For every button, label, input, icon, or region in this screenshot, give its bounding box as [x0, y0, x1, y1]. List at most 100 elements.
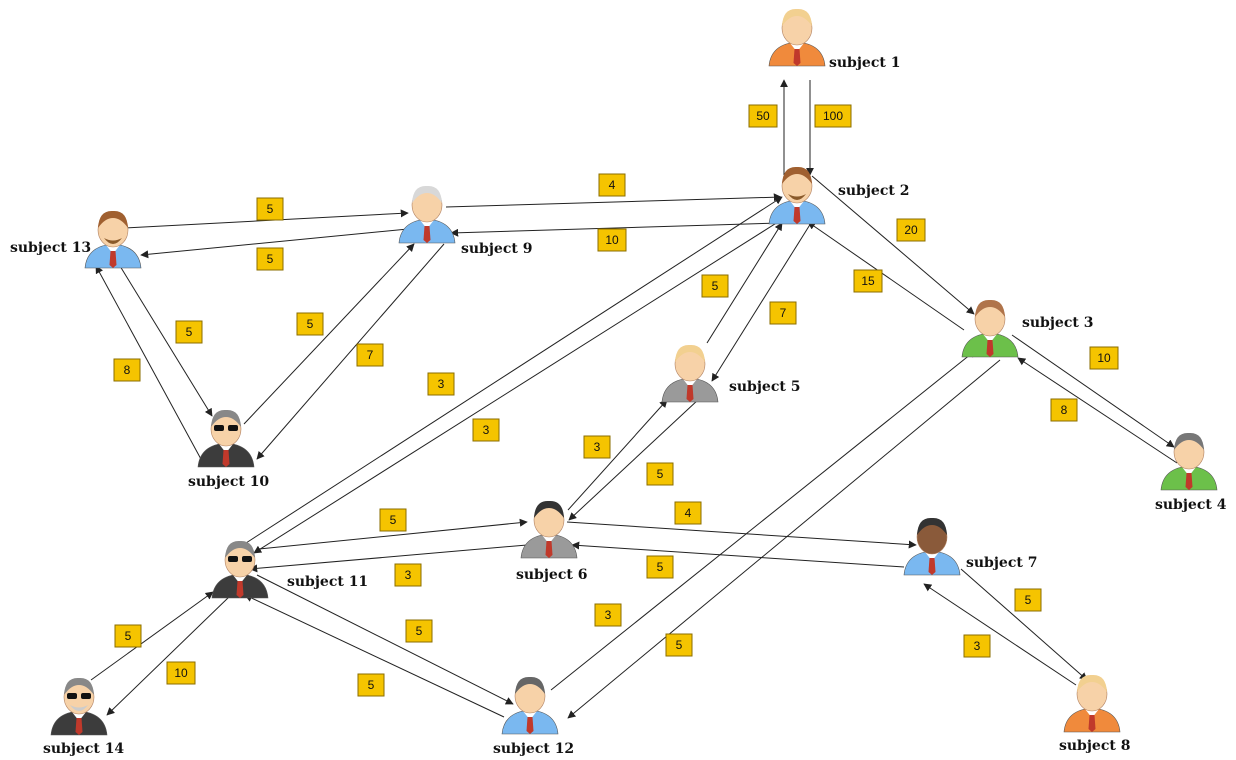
node-label: subject 6 [516, 567, 587, 583]
node-subject-2[interactable]: subject 2 [768, 166, 909, 225]
node-subject-8[interactable]: subject 8 [1059, 674, 1130, 754]
node-subject-11[interactable]: subject 11 [211, 540, 368, 599]
edge-s11-to-s12 [256, 574, 514, 705]
weight-box [701, 274, 729, 298]
weight-value: 10 [605, 233, 619, 247]
edge-weight-label: 4 [674, 501, 702, 525]
orange-shirt-person-icon [1063, 674, 1121, 733]
edge-weight-label: 5 [256, 197, 284, 221]
cap-green-person-icon [1160, 432, 1218, 491]
edge-weight-label: 3 [594, 603, 622, 627]
weight-box [665, 633, 693, 657]
weight-value: 3 [405, 568, 412, 582]
weight-value: 5 [657, 467, 664, 481]
weight-box [1014, 588, 1042, 612]
edge-s11-to-s14 [106, 595, 231, 716]
weight-box [598, 173, 626, 197]
node-subject-7[interactable]: subject 7 [903, 517, 1037, 576]
weight-box [166, 661, 196, 685]
edge-s12-to-s11 [244, 594, 505, 718]
weight-value: 4 [609, 178, 616, 192]
edge-weight-label: 7 [356, 343, 384, 367]
weight-box [963, 634, 991, 658]
weight-value: 5 [125, 629, 132, 643]
node-subject-3[interactable]: subject 3 [961, 299, 1093, 358]
edge-weight-label: 50 [748, 104, 778, 128]
edge-weight-label: 8 [1050, 398, 1078, 422]
node-label: subject 3 [1022, 315, 1093, 331]
weight-value: 3 [594, 440, 601, 454]
weight-box [379, 508, 407, 532]
weight-box [175, 320, 203, 344]
edge-s7-to-s6 [571, 541, 905, 568]
edge-s2-to-s3 [811, 175, 975, 315]
node-label: subject 9 [461, 241, 532, 257]
weight-value: 3 [483, 423, 490, 437]
edge-weight-label: 100 [814, 104, 852, 128]
bearded-man-icon [84, 210, 142, 269]
edge-s10-to-s9 [243, 243, 415, 425]
edge-weight-label: 5 [114, 624, 142, 648]
edge-weight-label: 5 [256, 247, 284, 271]
edge-s6-to-s7 [566, 521, 917, 549]
edge-s11-to-s2 [245, 196, 783, 544]
edge-s2-to-s11 [253, 221, 779, 554]
edge-s3-to-s2 [807, 221, 965, 331]
weight-box [1089, 346, 1119, 370]
edge-weight-label: 5 [296, 312, 324, 336]
edge-s3-to-s4 [1011, 334, 1175, 448]
weight-box [405, 619, 433, 643]
node-subject-10[interactable]: subject 10 [188, 409, 269, 490]
node-subject-6[interactable]: subject 6 [516, 500, 587, 583]
edge-weight-label: 4 [598, 173, 626, 197]
node-subject-9[interactable]: subject 9 [398, 185, 532, 257]
weight-value: 7 [780, 306, 787, 320]
node-subject-4[interactable]: subject 4 [1155, 432, 1227, 513]
node-subject-12[interactable]: subject 12 [493, 676, 574, 757]
node-subject-5[interactable]: subject 5 [661, 344, 800, 403]
dark-hair-suit-person-icon [520, 500, 578, 559]
node-subject-13[interactable]: subject 13 [10, 210, 142, 269]
edge-s5-to-s2 [706, 222, 783, 344]
weight-value: 100 [823, 109, 843, 123]
weight-box [1050, 398, 1078, 422]
weight-box [597, 228, 627, 252]
weight-box [853, 269, 883, 293]
edge-s8-to-s7 [923, 583, 1077, 686]
edge-s12-to-s3 [550, 349, 977, 691]
node-label: subject 5 [729, 379, 800, 395]
node-subject-14[interactable]: subject 14 [43, 677, 124, 757]
edge-s4-to-s3 [1017, 357, 1178, 464]
node-label: subject 2 [838, 183, 909, 199]
weight-box [674, 501, 702, 525]
node-label: subject 13 [10, 240, 91, 256]
node-label: subject 8 [1059, 738, 1130, 754]
weight-value: 10 [174, 666, 188, 680]
edge-s7-to-s8 [960, 568, 1088, 681]
weight-value: 5 [676, 638, 683, 652]
edge-weight-label: 3 [427, 372, 455, 396]
edge-weight-label: 5 [646, 555, 674, 579]
weight-value: 5 [368, 678, 375, 692]
spy-person-icon [211, 540, 269, 599]
nodes-layer: subject 1 subject 2 subject 3 subject 4 subj… [10, 8, 1227, 757]
edge-weight-label: 5 [405, 619, 433, 643]
weight-value: 15 [861, 274, 875, 288]
edge-s14-to-s11 [90, 591, 214, 681]
weight-box [646, 462, 674, 486]
node-label: subject 4 [1155, 497, 1227, 513]
edge-weight-label: 5 [175, 320, 203, 344]
node-subject-1[interactable]: subject 1 [768, 8, 900, 71]
node-label: subject 1 [829, 55, 900, 71]
weight-value: 5 [186, 325, 193, 339]
weight-box [256, 197, 284, 221]
weight-box [256, 247, 284, 271]
weight-value: 5 [416, 624, 423, 638]
gray-hair-person-icon [398, 185, 456, 244]
weight-value: 8 [1061, 403, 1068, 417]
edge-weight-label: 5 [379, 508, 407, 532]
edge-s5-to-s6 [568, 398, 700, 521]
weight-box [896, 218, 926, 242]
weight-value: 5 [712, 279, 719, 293]
